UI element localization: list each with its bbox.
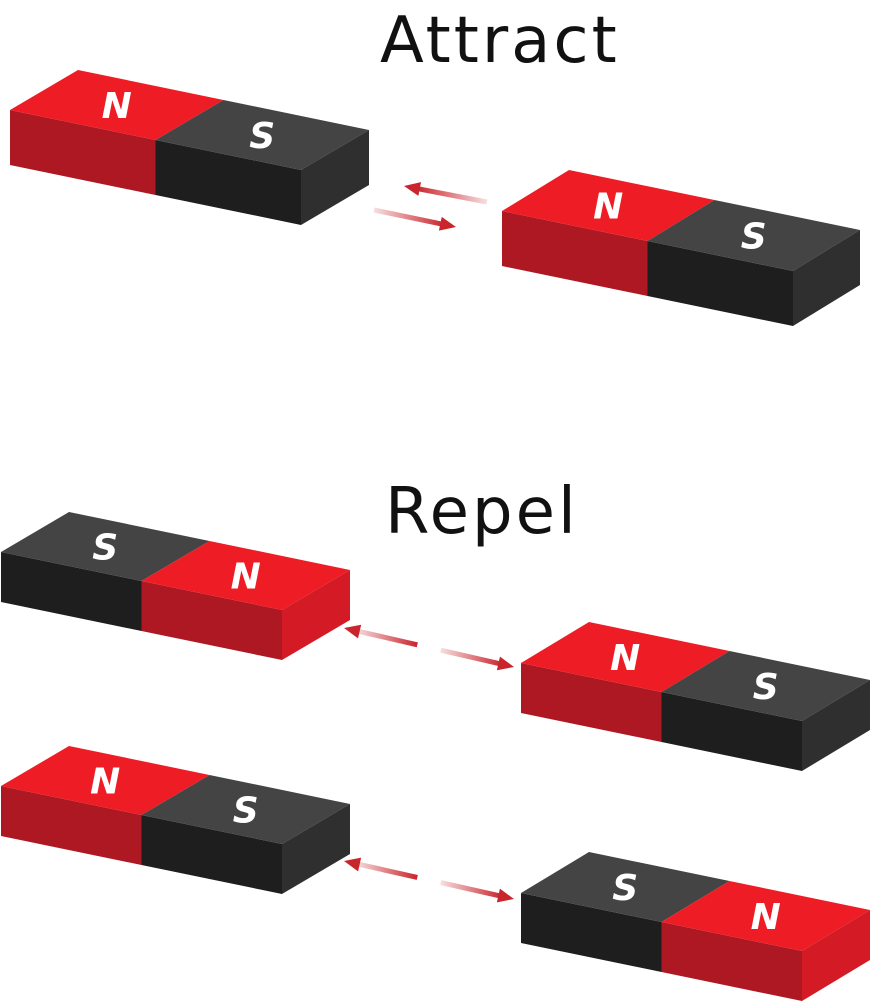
attract-magnet-left-pole-label-n: N: [102, 86, 132, 127]
repel-magnet-1-right-pole-label-n: N: [610, 638, 640, 679]
attract-arrow-left-shaft: [416, 188, 487, 202]
attract-magnet-right-pole-label-s: S: [741, 217, 767, 258]
repel-arrow-2-head-right: [497, 889, 514, 903]
repel-arrow-2: [344, 858, 514, 903]
repel-magnet-2-right-pole-label-s: S: [612, 868, 638, 909]
attract-magnet-left: NS: [10, 70, 369, 225]
repel-magnet-2-left-pole-label-n: N: [90, 762, 120, 803]
repel-magnet-1-left-pole-label-s: S: [92, 528, 118, 569]
repel-magnet-1-left-pole-label-n: N: [231, 557, 261, 598]
repel-arrow-1-shaft-left: [356, 631, 418, 645]
attract-magnet-left-pole-label-s: S: [249, 116, 275, 157]
repel-magnet-1-right-pole-label-s: S: [753, 667, 779, 708]
attract-arrow-right: [374, 210, 456, 231]
repel-arrow-2-shaft-right: [441, 883, 503, 897]
attract-arrow-right-head: [439, 217, 456, 231]
repel-magnet-2-left: NS: [1, 746, 350, 894]
attract-magnet-right-pole-label-n: N: [593, 187, 623, 228]
attract-arrow-left-head: [404, 182, 421, 196]
repel-arrow-1-shaft-right: [441, 650, 503, 664]
attract-arrow-right-shaft: [374, 210, 444, 225]
repel-magnet-1-right: NS: [521, 622, 870, 771]
repel-arrow-2-head-left: [344, 858, 361, 872]
repel-magnet-2-right: SN: [521, 852, 870, 1001]
attract-title: Attract: [380, 4, 620, 78]
repel-magnet-1-left: SN: [1, 512, 350, 660]
repel-magnet-2-right-pole-label-n: N: [751, 897, 781, 938]
repel-magnet-2-left-pole-label-s: S: [233, 791, 259, 832]
attract-magnet-right: NS: [502, 170, 860, 326]
repel-arrow-1: [344, 625, 514, 670]
repel-arrow-1-head-left: [344, 625, 361, 639]
repel-title: Repel: [385, 475, 579, 549]
repel-arrow-2-shaft-left: [356, 864, 418, 878]
attract-arrow-left: [404, 182, 487, 202]
repel-arrow-1-head-right: [497, 657, 514, 671]
